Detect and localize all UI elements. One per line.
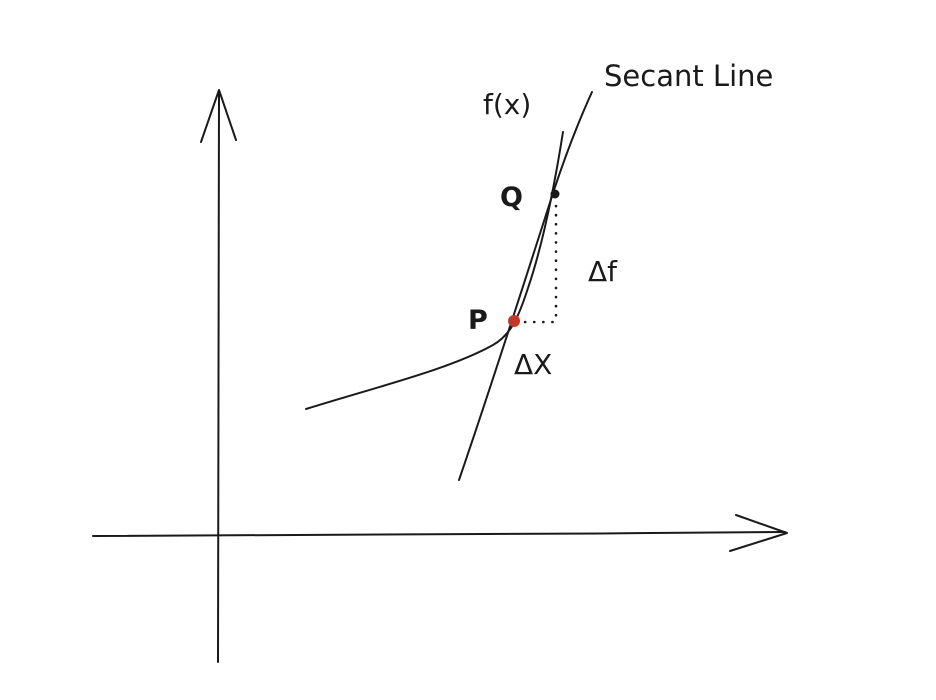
x-axis xyxy=(92,514,788,552)
y-axis-arrowhead xyxy=(200,89,237,143)
delta-f-label: Δf xyxy=(588,255,618,288)
point-p-marker xyxy=(508,315,520,327)
delta-x-label: ΔX xyxy=(514,348,552,381)
secant-line xyxy=(458,91,593,481)
x-axis-line xyxy=(92,531,786,537)
point-p-label: P xyxy=(468,305,488,336)
point-q-marker xyxy=(550,189,560,199)
secant-line-label: Secant Line xyxy=(604,59,773,93)
x-axis-arrowhead xyxy=(729,514,788,552)
function-label: f(x) xyxy=(483,88,531,121)
y-axis-line xyxy=(217,91,221,663)
point-q-label: Q xyxy=(500,182,523,213)
y-axis xyxy=(200,89,237,663)
